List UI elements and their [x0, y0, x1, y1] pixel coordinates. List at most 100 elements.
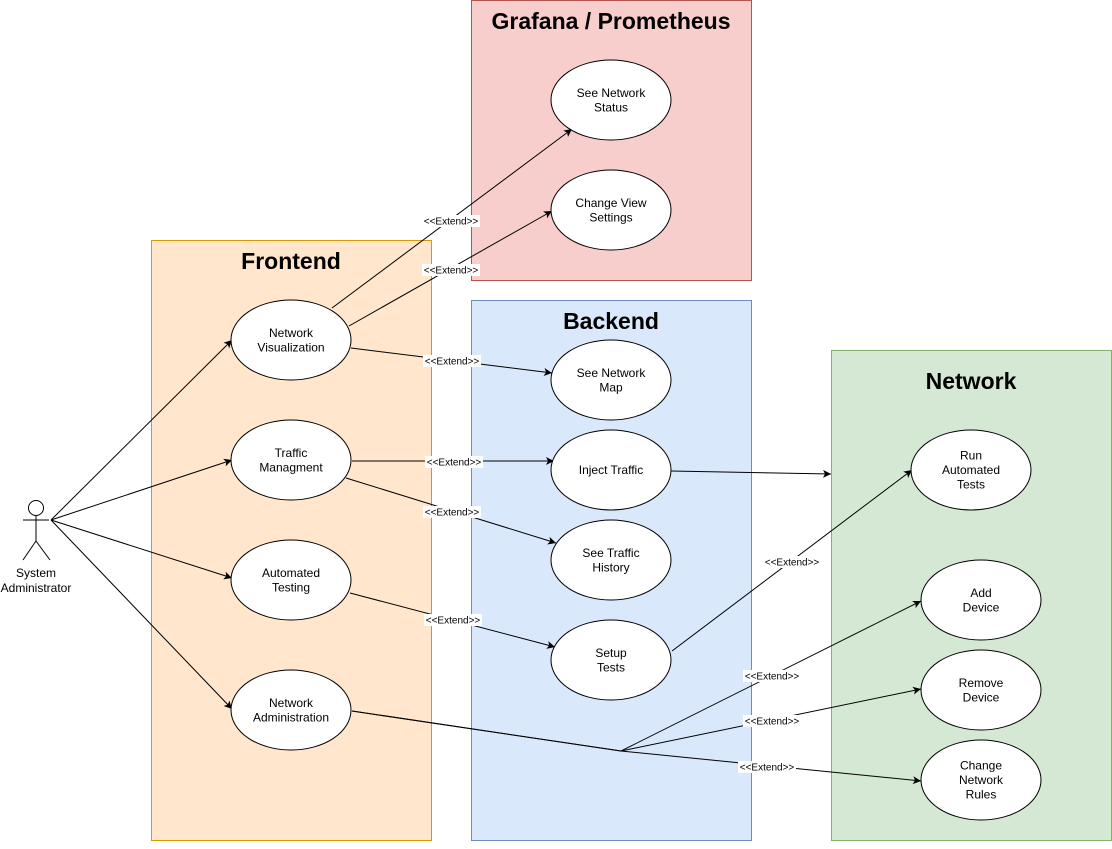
use-case-ellipse — [230, 419, 352, 501]
extend-labels: <<Extend>> <<Extend>> <<Extend>> <<Extend>>… — [422, 215, 821, 774]
assoc-network-administration — [50, 519, 233, 710]
extend-label-text: <<Extend>> — [765, 558, 820, 569]
extend-label-bg — [425, 456, 483, 468]
actor-left-leg — [22, 540, 37, 561]
use-case-label: Device — [963, 690, 1000, 704]
actor-name-line-1: System — [16, 566, 56, 580]
use-case-ellipse — [550, 519, 672, 601]
extend-label-bg — [423, 506, 481, 518]
extend-label: <<Extend>> — [763, 556, 821, 569]
use-case-inject-traffic: Inject Traffic — [550, 429, 672, 511]
extend-label-bg — [763, 556, 821, 568]
extend-label-bg — [743, 715, 801, 727]
use-case-ellipse — [230, 299, 352, 381]
extend-label: <<Extend>> — [424, 614, 482, 627]
extend-label-text: <<Extend>> — [425, 357, 480, 368]
extend-label: <<Extend>> — [423, 506, 481, 519]
extend-label-text: <<Extend>> — [740, 763, 795, 774]
use-case-label: Testing — [272, 580, 310, 594]
extend-label: <<Extend>> — [425, 456, 483, 469]
use-case-label: Remove — [959, 676, 1004, 690]
use-case-label: See Network — [577, 86, 647, 100]
use-case-label: Tests — [597, 660, 625, 674]
use-case-ellipse — [550, 619, 672, 701]
use-case-label: Change — [960, 759, 1002, 773]
use-case-label: Managment — [259, 460, 323, 474]
extend-label: <<Extend>> — [422, 215, 480, 228]
use-case-label: History — [592, 560, 629, 574]
network-boundary-title: Network — [926, 368, 1017, 394]
use-case-ellipse — [550, 429, 672, 511]
use-case-label: Setup — [595, 646, 627, 660]
assoc-network-visualization — [50, 339, 233, 521]
use-case-label: Network — [269, 326, 314, 340]
use-case-label: Status — [594, 100, 628, 114]
inject-traffic-to-network — [670, 469, 832, 478]
use-case-label: Traffic — [275, 446, 308, 460]
use-case-label: Run — [960, 449, 982, 463]
use-case-ellipse — [230, 539, 352, 621]
use-case-label: See Traffic — [582, 546, 639, 560]
extend-label-bg — [743, 670, 801, 682]
grafana-boundary-title: Grafana / Prometheus — [491, 8, 730, 34]
use-case-label: Rules — [966, 788, 997, 802]
assoc-automated-testing — [50, 519, 233, 580]
extend-label-text: <<Extend>> — [427, 458, 482, 469]
extend-change-network-rules — [351, 710, 922, 785]
actor-name-line-2: Administrator — [1, 581, 72, 595]
use-case-label: Automated — [942, 463, 1000, 477]
use-case-label: Device — [963, 600, 1000, 614]
use-case-label: Inject Traffic — [579, 463, 643, 477]
use-case-label: Add — [970, 586, 991, 600]
extend-label-text: <<Extend>> — [425, 508, 480, 519]
extend-label-bg — [422, 264, 480, 276]
use-case-label: Change View — [575, 196, 646, 210]
use-case-label: Automated — [262, 566, 320, 580]
extend-label-text: <<Extend>> — [426, 616, 481, 627]
frontend-boundary-title: Frontend — [241, 248, 341, 274]
use-case-label: See Network — [577, 366, 647, 380]
use-case-ellipse — [920, 649, 1042, 731]
use-case-label: Settings — [589, 210, 632, 224]
extend-label-bg — [422, 215, 480, 227]
extend-label-text: <<Extend>> — [424, 266, 479, 277]
extend-label-bg — [423, 355, 481, 367]
actor-head — [28, 500, 44, 516]
use-case-label: Visualization — [257, 340, 324, 354]
use-case-ellipse — [910, 429, 1032, 511]
extend-label-text: <<Extend>> — [745, 672, 800, 683]
use-case-ellipse — [920, 739, 1042, 821]
extend-label: <<Extend>> — [743, 670, 801, 683]
extend-label-text: <<Extend>> — [424, 217, 479, 228]
backend-boundary-title: Backend — [563, 308, 659, 334]
use-case-ellipse — [550, 169, 672, 251]
use-case-label: Administration — [253, 710, 329, 724]
actor-associations — [50, 339, 233, 710]
extend-label-bg — [738, 761, 796, 773]
use-case-label: Map — [599, 380, 623, 394]
extend-label: <<Extend>> — [743, 715, 801, 728]
use-case-label: Tests — [957, 478, 985, 492]
assoc-traffic-management — [50, 458, 233, 521]
extend-label: <<Extend>> — [738, 761, 796, 774]
extend-label-bg — [424, 614, 482, 626]
use-case-ellipse — [920, 559, 1042, 641]
use-cases: NetworkVisualizationTrafficManagmentAuto… — [230, 59, 1042, 821]
system-administrator-actor — [22, 500, 51, 561]
use-case-label: Network — [959, 773, 1004, 787]
actor-right-leg — [35, 540, 51, 561]
use-case-ellipse — [230, 669, 352, 751]
